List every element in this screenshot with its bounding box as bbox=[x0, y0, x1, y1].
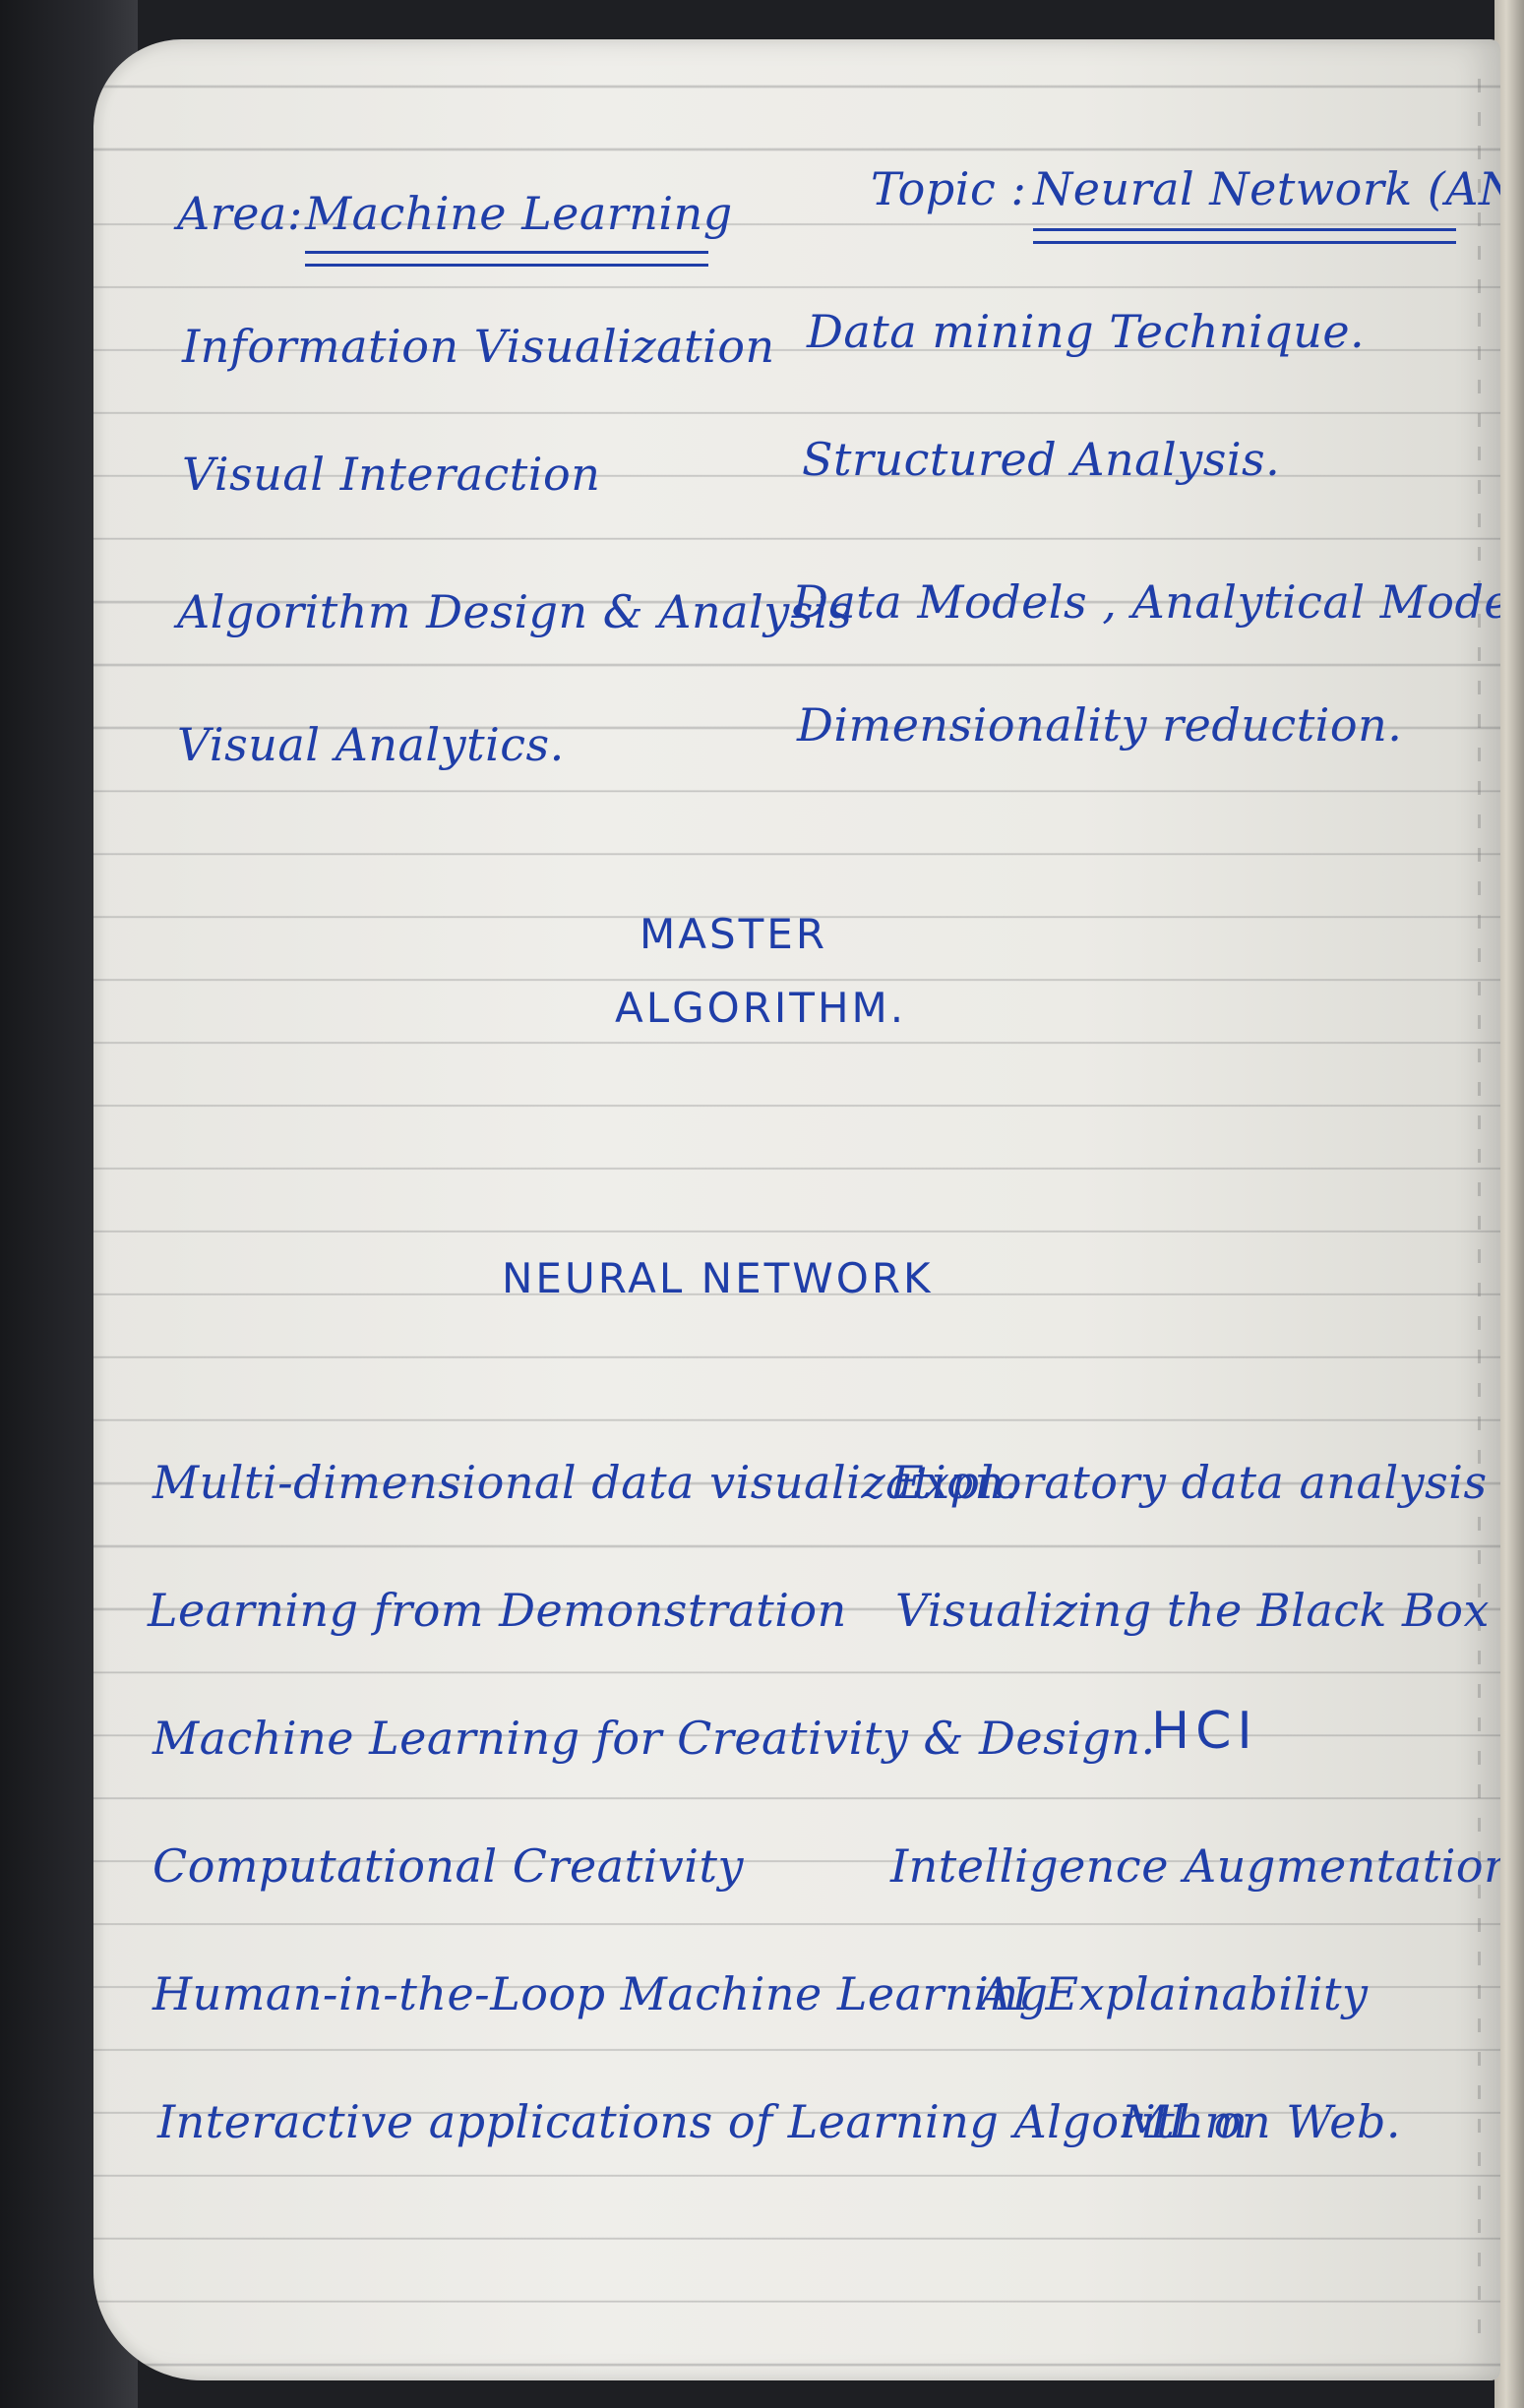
upper-left-item-3: Algorithm Design & Analysis bbox=[177, 585, 853, 638]
lower-left-item-4: Computational Creativity bbox=[152, 1839, 744, 1893]
area-label: Area: bbox=[177, 187, 303, 240]
lower-left-item-6: Interactive applications of Learning Alg… bbox=[157, 2095, 1249, 2148]
lower-left-item-5: Human-in-the-Loop Machine Learning bbox=[152, 1967, 1049, 2020]
upper-left-item-2: Visual Interaction bbox=[182, 448, 601, 501]
upper-right-item-1: Data mining Technique. bbox=[807, 305, 1366, 358]
topic-value: Neural Network (ANN) bbox=[1033, 162, 1500, 215]
area-value: Machine Learning bbox=[305, 187, 733, 240]
lower-right-item-2: Visualizing the Black Box bbox=[895, 1584, 1490, 1637]
upper-right-item-2: Structured Analysis. bbox=[802, 433, 1281, 486]
upper-left-item-1: Information Visualization bbox=[182, 320, 775, 373]
lower-left-item-3: Machine Learning for Creativity & Design… bbox=[152, 1712, 1156, 1765]
lower-right-item-3: HCI bbox=[1151, 1702, 1258, 1761]
notebook-page: Area: Machine Learning Topic : Neural Ne… bbox=[93, 39, 1500, 2380]
topic-label: Topic : bbox=[871, 162, 1027, 215]
lower-left-item-2: Learning from Demonstration bbox=[148, 1584, 847, 1637]
lower-right-item-6: ML on Web. bbox=[1122, 2095, 1402, 2148]
center-master: MASTER bbox=[640, 910, 828, 958]
topic-underline bbox=[1033, 228, 1456, 244]
spine-stitching bbox=[1478, 79, 1481, 2341]
lower-right-item-1: Exploratory data analysis bbox=[890, 1456, 1488, 1509]
lower-left-item-1: Multi-dimensional data visualization. bbox=[152, 1456, 1019, 1509]
lower-right-item-5: AI Explainability bbox=[979, 1967, 1369, 2020]
area-underline bbox=[305, 251, 708, 267]
lower-right-item-4: Intelligence Augmentation. bbox=[890, 1839, 1500, 1893]
upper-left-item-4: Visual Analytics. bbox=[177, 718, 565, 771]
center-neural-network: NEURAL NETWORK bbox=[502, 1254, 934, 1302]
center-algorithm: ALGORITHM. bbox=[615, 984, 907, 1032]
upper-right-item-3: Data Models , Analytical Models. bbox=[792, 575, 1500, 629]
upper-right-item-4: Dimensionality reduction. bbox=[797, 698, 1403, 752]
